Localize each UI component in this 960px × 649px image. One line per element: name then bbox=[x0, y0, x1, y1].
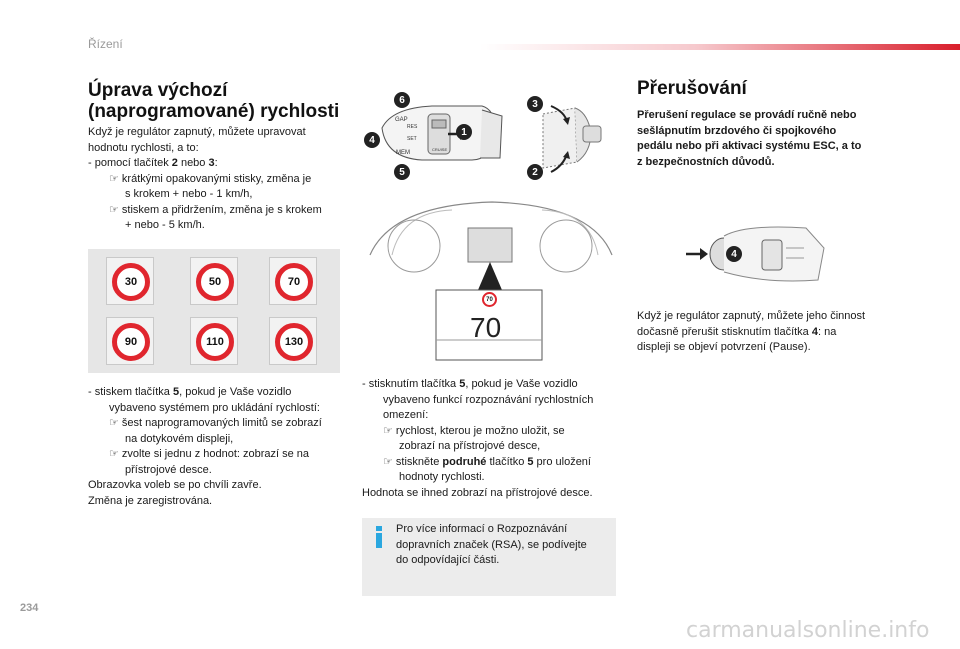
speed-limit-sign: 50 bbox=[196, 263, 234, 301]
page-number: 234 bbox=[20, 602, 39, 614]
speed-limit-tile: 50 bbox=[190, 257, 238, 305]
arrow-bullet-icon: ☞ bbox=[109, 448, 119, 460]
arrow-bullet-icon: ☞ bbox=[109, 172, 119, 185]
speed-limit-sign: 110 bbox=[196, 323, 234, 361]
svg-text:MEM: MEM bbox=[396, 150, 410, 156]
speed-limit-tile: 30 bbox=[106, 257, 154, 305]
recognized-sign-icon: 70 bbox=[482, 292, 497, 307]
svg-text:GAP: GAP bbox=[395, 117, 408, 123]
callout-badge: 3 bbox=[527, 96, 543, 112]
speed-limit-panel: 30 50 70 90 110 130 bbox=[88, 249, 340, 373]
cruise-stalk-drawing: GAP RES SET MEM CRUISE bbox=[381, 105, 503, 161]
callout-badge: 1 bbox=[456, 124, 472, 140]
arrow-bullet-icon: ☞ bbox=[383, 424, 393, 437]
pause-button-illustration: 4 bbox=[686, 218, 836, 288]
left-instructions-2: - stiskem tlačítka 5, pokud je Vaše vozi… bbox=[88, 386, 322, 507]
callout-badge: 6 bbox=[394, 92, 410, 108]
callout-badge: 5 bbox=[394, 164, 410, 180]
svg-text:CRUISE: CRUISE bbox=[432, 147, 447, 152]
speed-limit-sign: 30 bbox=[112, 263, 150, 301]
cruise-stalk-illustration: GAP RES SET MEM CRUISE 6 4 1 5 bbox=[362, 88, 512, 184]
arrow-bullet-icon: ☞ bbox=[383, 455, 393, 468]
cluster-speed-value: 70 bbox=[470, 312, 502, 343]
svg-text:SET: SET bbox=[407, 136, 417, 142]
pause-stalk-drawing bbox=[686, 226, 825, 282]
info-box: Pro více informací o Rozpoznávání doprav… bbox=[362, 518, 616, 596]
svg-text:RES: RES bbox=[407, 124, 418, 130]
speed-limit-sign: 90 bbox=[112, 323, 150, 361]
pause-instructions: Když je regulátor zapnutý, můžete jeho č… bbox=[637, 310, 866, 353]
callout-badge: 4 bbox=[364, 132, 380, 148]
speed-limit-tile: 90 bbox=[106, 317, 154, 365]
speed-limit-tile: 110 bbox=[190, 317, 238, 365]
speed-limit-tile: 70 bbox=[269, 257, 317, 305]
speed-limit-tile: 130 bbox=[269, 317, 317, 365]
section-title: Řízení bbox=[88, 37, 123, 51]
middle-instructions: - stisknutím tlačítka 5, pokud je Vaše v… bbox=[362, 378, 594, 499]
header-accent-bar bbox=[480, 44, 960, 50]
stalk-side-drawing bbox=[542, 105, 602, 173]
watermark: carmanualsonline.info bbox=[686, 618, 930, 643]
arrow-bullet-icon: ☞ bbox=[109, 203, 119, 216]
instrument-cluster-illustration: 70 70 bbox=[362, 200, 616, 365]
interruption-note: Přerušení regulace se provádí ručně nebo… bbox=[637, 109, 862, 168]
stalk-side-illustration: 3 2 bbox=[525, 92, 615, 182]
callout-badge: 4 bbox=[726, 246, 742, 262]
left-instructions: Když je regulátor zapnutý, můžete upravo… bbox=[88, 125, 350, 234]
speed-limit-sign: 70 bbox=[275, 263, 313, 301]
section-heading: Přerušování bbox=[637, 78, 747, 99]
bullet-buttons-2-3: - pomocí tlačítek 2 nebo 3: bbox=[88, 157, 218, 169]
arrow-bullet-icon: ☞ bbox=[109, 417, 119, 429]
page-title: Úprava výchozí (naprogramované) rychlost… bbox=[88, 80, 340, 122]
speed-limit-sign: 130 bbox=[275, 323, 313, 361]
info-icon bbox=[376, 526, 382, 548]
callout-badge: 2 bbox=[527, 164, 543, 180]
